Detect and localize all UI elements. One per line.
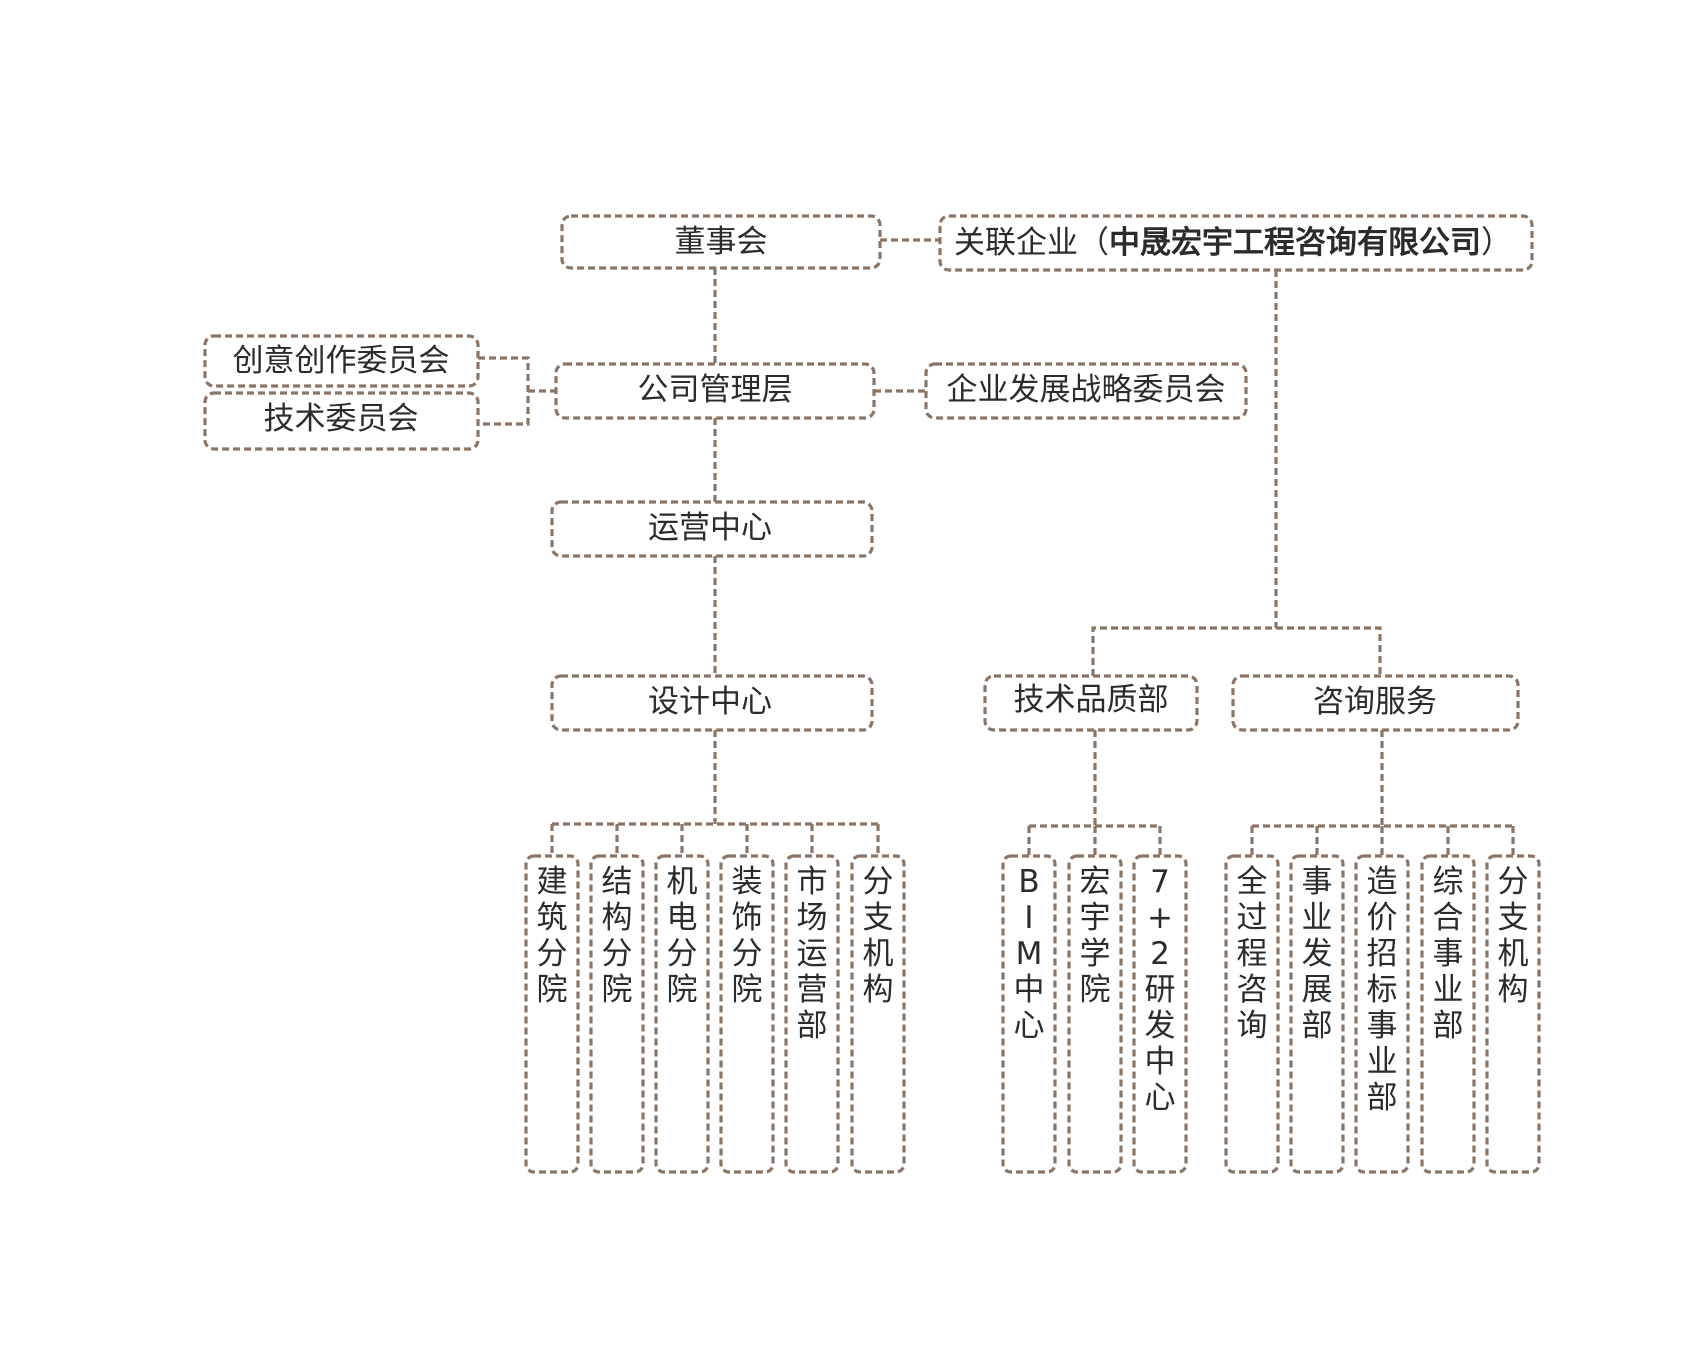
connector-committees-bracket [478,356,530,426]
design-branch-node-5: 市场运营部 [784,854,840,1174]
consulting-branch-node-4: 综合事业部 [1420,854,1476,1174]
tech-committee-node: 技术委员会 [203,391,480,451]
consulting-branch-node-1: 全过程咨询 [1224,854,1280,1174]
design-branch-node-4: 装饰分院 [719,854,775,1174]
strategy-committee-node: 企业发展战略委员会 [924,362,1248,420]
consulting-branch-node-3: 造价招标事业部 [1354,854,1410,1174]
consulting-branch-label-3: 造价招标事业部 [1367,864,1398,1116]
tech-quality-dept-node: 技术品质部 [983,674,1199,732]
design-center-label: 设计中心 [648,684,772,720]
connectors [478,238,1515,856]
management-node: 公司管理层 [554,362,876,420]
design-branch-node-3: 机电分院 [654,854,710,1174]
affiliate-prefix: 关联企业（ [954,225,1109,261]
design-branch-node-6: 分支机构 [850,854,906,1174]
consulting-branch-node-5: 分支机构 [1485,854,1541,1174]
operations-center-node: 运营中心 [550,500,874,558]
creative-committee-node: 创意创作委员会 [203,334,480,388]
affiliate-suffix: ） [1481,225,1512,261]
consulting-branch-label-5: 分支机构 [1498,864,1529,1008]
consulting-branch-label-1: 全过程咨询 [1237,864,1268,1044]
design-branch-label-5: 市场运营部 [797,864,828,1044]
design-branch-node-1: 建筑分院 [524,854,580,1174]
consulting-branch-node-2: 事业发展部 [1289,854,1345,1174]
consulting-branches: 全过程咨询 事业发展部 造价招标事业部 综合事业部 分支机构 [1224,854,1541,1174]
operations-center-label: 运营中心 [648,510,772,546]
design-branch-label-3: 机电分院 [667,864,698,1008]
tech-branch-node-2: 宏宇学院 [1067,854,1123,1174]
design-center-node: 设计中心 [550,674,874,732]
design-branch-label-6: 分支机构 [863,864,894,1008]
design-branch-node-2: 结构分院 [589,854,645,1174]
consulting-branch-label-4: 综合事业部 [1433,864,1464,1044]
management-label: 公司管理层 [638,372,793,408]
board-label: 董事会 [675,224,768,260]
connector-right-split [1091,626,1382,676]
design-branches: 建筑分院 结构分院 机电分院 装饰分院 市场运营部 分支机构 [524,854,906,1174]
consulting-services-label: 咨询服务 [1313,684,1437,720]
design-branch-label-4: 装饰分院 [732,864,763,1008]
board-node: 董事会 [560,214,882,270]
consulting-branch-label-2: 事业发展部 [1302,864,1333,1044]
tech-branch-label-2: 宏宇学院 [1080,864,1111,1008]
tech-quality-dept-label: 技术品质部 [1014,682,1169,718]
tech-committee-label: 技术委员会 [264,401,419,437]
design-branch-label-1: 建筑分院 [537,864,568,1008]
affiliate-company-name: 中晟宏宇工程咨询有限公司 [1109,225,1481,261]
creative-committee-label: 创意创作委员会 [233,343,450,379]
affiliate-node: 关联企业（中晟宏宇工程咨询有限公司） [938,214,1534,272]
affiliate-label: 关联企业（中晟宏宇工程咨询有限公司） [954,225,1512,261]
strategy-committee-label: 企业发展战略委员会 [947,372,1226,408]
consulting-services-node: 咨询服务 [1231,674,1520,732]
design-branch-label-2: 结构分院 [602,864,633,1008]
